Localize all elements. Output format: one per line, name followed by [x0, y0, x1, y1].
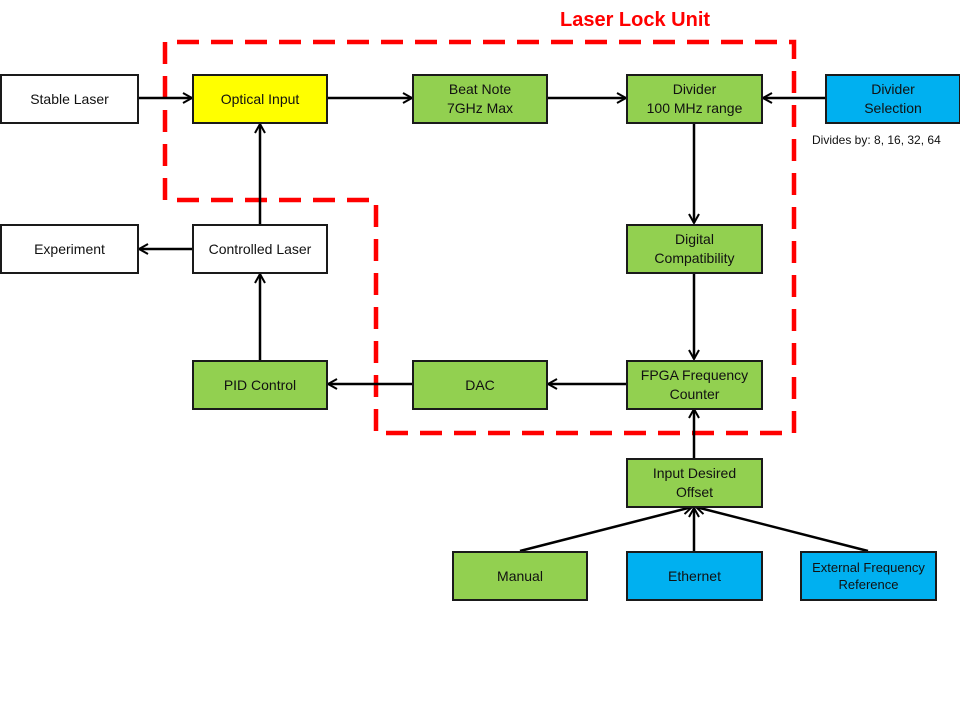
experiment-label: Experiment: [34, 240, 105, 257]
laser-lock-unit-title: Laser Lock Unit: [560, 9, 711, 31]
fpga-counter-label-line1: FPGA Frequency: [640, 367, 749, 383]
stable-laser-label: Stable Laser: [30, 90, 109, 107]
input-offset-label-line2: Offset: [675, 484, 714, 500]
stable-laser-node: Stable Laser: [0, 74, 139, 124]
beat-note-node: Beat Note 7GHz Max: [412, 74, 548, 124]
beat-note-label: Beat Note: [448, 81, 512, 97]
controlled-laser-node: Controlled Laser: [192, 224, 328, 274]
input-desired-offset-node: Input Desired Offset: [626, 458, 763, 508]
divider-selection-label-line1: Divider: [871, 81, 915, 97]
ethernet-node: Ethernet: [626, 551, 763, 601]
dac-label: DAC: [465, 376, 495, 393]
divider-range-label: 100 MHz range: [646, 100, 743, 116]
manual-node: Manual: [452, 551, 588, 601]
controlled-laser-label: Controlled Laser: [208, 240, 312, 257]
optical-input-node: Optical Input: [192, 74, 328, 124]
divider-node: Divider 100 MHz range: [626, 74, 763, 124]
pid-control-label: PID Control: [223, 376, 297, 393]
fpga-counter-label-line2: Counter: [669, 386, 720, 402]
digital-compatibility-node: Digital Compatibility: [626, 224, 763, 274]
divider-selection-label-line2: Selection: [864, 100, 922, 116]
optical-input-label: Optical Input: [220, 90, 300, 107]
divider-options-note: Divides by: 8, 16, 32, 64: [812, 133, 941, 147]
experiment-node: Experiment: [0, 224, 139, 274]
beat-note-range-label: 7GHz Max: [446, 100, 514, 116]
digital-compatibility-label-line2: Compatibility: [654, 250, 735, 266]
external-reference-label-line2: Reference: [838, 577, 899, 592]
divider-label: Divider: [672, 81, 717, 97]
manual-label: Manual: [497, 567, 543, 584]
divider-selection-node: Divider Selection: [825, 74, 960, 124]
arrow-external-reference-to-input-offset: [696, 507, 869, 553]
arrow-manual-to-input-offset: [519, 507, 692, 553]
fpga-frequency-counter-node: FPGA Frequency Counter: [626, 360, 763, 410]
pid-control-node: PID Control: [192, 360, 328, 410]
input-offset-label-line1: Input Desired: [652, 465, 737, 481]
dac-node: DAC: [412, 360, 548, 410]
external-reference-label-line1: External Frequency: [812, 560, 925, 575]
laser-lock-unit-boundary: [162, 39, 797, 436]
ethernet-label: Ethernet: [668, 567, 721, 584]
digital-compatibility-label-line1: Digital: [675, 231, 714, 247]
external-frequency-reference-node: External Frequency Reference: [800, 551, 937, 601]
